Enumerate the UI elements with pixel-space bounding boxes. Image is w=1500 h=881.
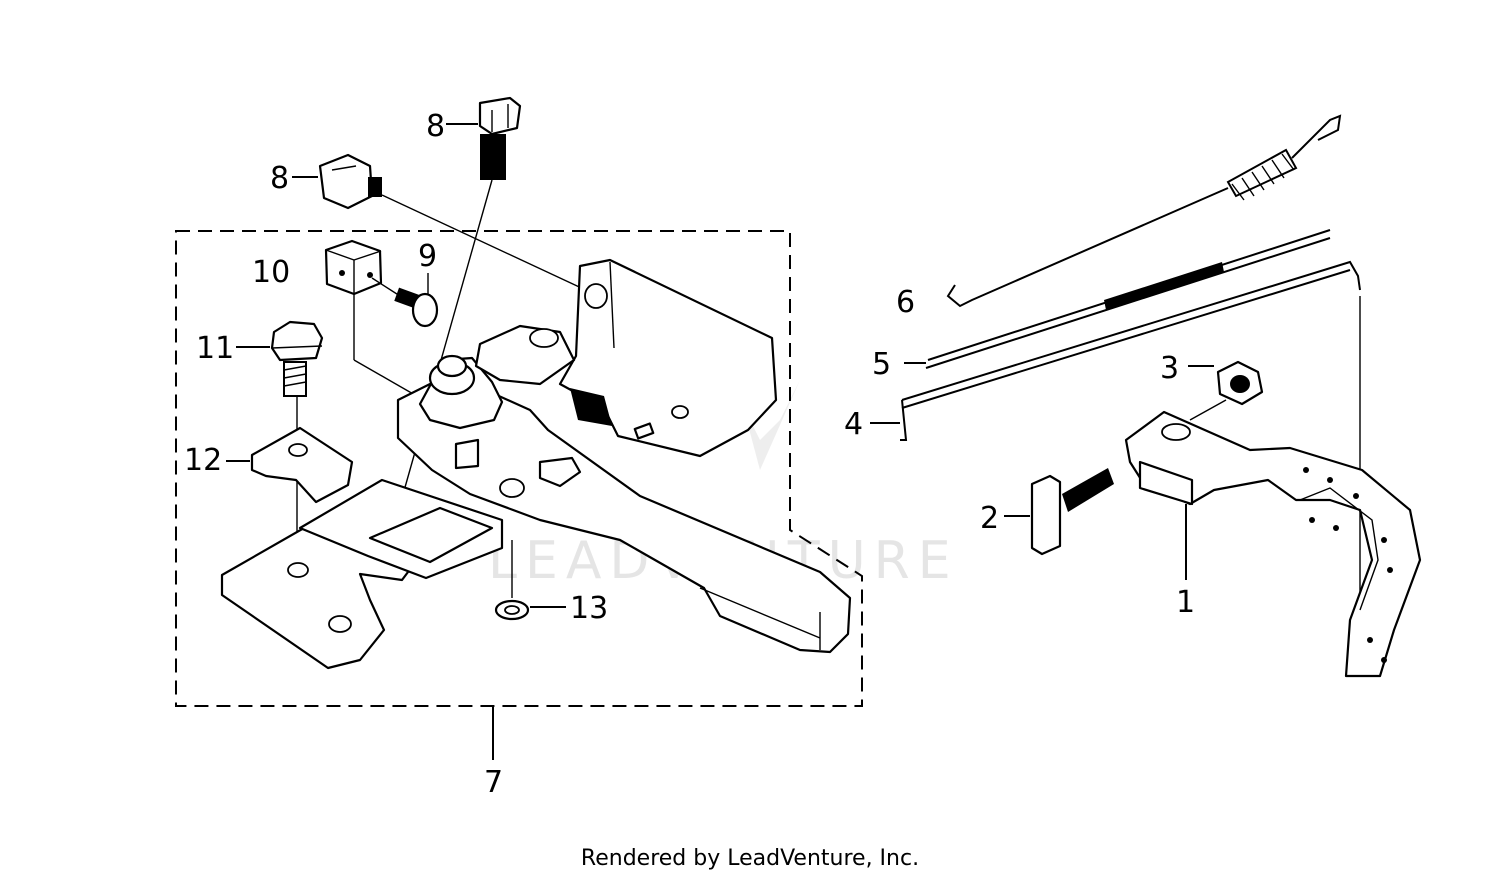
base-plate (220, 478, 504, 670)
screw-9 (371, 273, 439, 328)
callout-1: 1 (1176, 585, 1195, 620)
callout-2: 2 (980, 501, 999, 536)
callout-5: 5 (872, 347, 891, 382)
callout-12: 12 (184, 443, 222, 478)
bolt-8-left (292, 153, 591, 293)
clip-12 (226, 426, 354, 504)
block-10 (324, 239, 416, 396)
callout-9: 9 (418, 239, 437, 274)
callout-7: 7 (484, 765, 503, 800)
spring-6 (946, 114, 1342, 308)
assembly-box-7 (175, 230, 863, 707)
footer-credit: Rendered by LeadVenture, Inc. (580, 846, 920, 871)
bolt-8-upper (399, 96, 522, 506)
control-lever-7 (396, 354, 852, 654)
e-clip-13 (494, 540, 566, 621)
rod-5 (904, 229, 1331, 369)
arm-1 (1124, 410, 1422, 678)
callout-4: 4 (844, 407, 863, 442)
screw-2 (1004, 468, 1114, 556)
mount-bracket (474, 258, 778, 458)
nut-3 (1188, 360, 1264, 421)
callout-3: 3 (1160, 351, 1179, 386)
callout-6: 6 (896, 285, 915, 320)
callout-8-upper: 8 (426, 109, 445, 144)
callout-13: 13 (570, 591, 608, 626)
callout-10: 10 (252, 255, 290, 290)
callout-11: 11 (196, 331, 234, 366)
callout-8-left: 8 (270, 161, 289, 196)
